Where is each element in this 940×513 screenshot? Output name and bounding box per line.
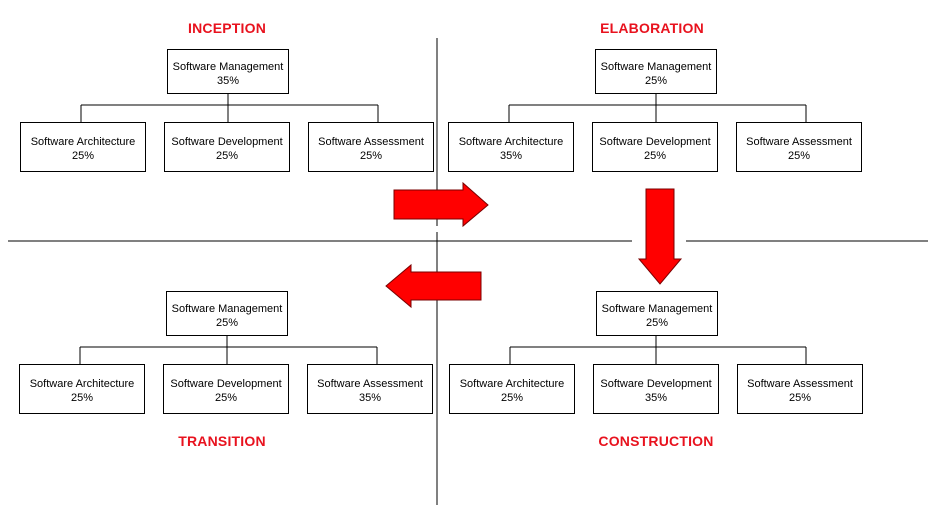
box-percentage: 25% <box>645 317 669 329</box>
box-label: Software Assessment <box>318 136 424 148</box>
box-percentage: 25% <box>500 392 524 404</box>
box-label: Software Development <box>600 378 712 390</box>
transition-management-box: Software Management 25% <box>166 291 288 336</box>
elaboration-management-box: Software Management 25% <box>595 49 717 94</box>
inception-management-box: Software Management 35% <box>167 49 289 94</box>
arrow-down <box>637 188 683 285</box>
box-label: Software Management <box>601 303 713 315</box>
transition-assessment-box: Software Assessment 35% <box>307 364 433 414</box>
elaboration-connectors <box>508 93 807 122</box>
box-percentage: 25% <box>214 392 238 404</box>
box-percentage: 25% <box>71 150 95 162</box>
construction-architecture-box: Software Architecture 25% <box>449 364 575 414</box>
inception-architecture-box: Software Architecture 25% <box>20 122 146 172</box>
box-percentage: 35% <box>358 392 382 404</box>
box-label: Software Assessment <box>317 378 423 390</box>
box-label: Software Architecture <box>29 378 135 390</box>
construction-management-box: Software Management 25% <box>596 291 718 336</box>
elaboration-architecture-box: Software Architecture 35% <box>448 122 574 172</box>
box-label: Software Development <box>170 378 282 390</box>
phase-title-transition: TRANSITION <box>178 433 266 449</box>
box-label: Software Architecture <box>458 136 564 148</box>
construction-development-box: Software Development 35% <box>593 364 719 414</box>
box-label: Software Assessment <box>746 136 852 148</box>
arrow-right <box>393 181 489 228</box>
phase-title-construction: CONSTRUCTION <box>598 433 714 449</box>
inception-assessment-box: Software Assessment 25% <box>308 122 434 172</box>
transition-development-box: Software Development 25% <box>163 364 289 414</box>
box-percentage: 25% <box>787 150 811 162</box>
elaboration-development-box: Software Development 25% <box>592 122 718 172</box>
box-percentage: 25% <box>215 317 239 329</box>
box-percentage: 35% <box>216 75 240 87</box>
construction-assessment-box: Software Assessment 25% <box>737 364 863 414</box>
elaboration-assessment-box: Software Assessment 25% <box>736 122 862 172</box>
box-percentage: 35% <box>644 392 668 404</box>
box-label: Software Management <box>600 61 712 73</box>
box-percentage: 25% <box>643 150 667 162</box>
box-label: Software Architecture <box>30 136 136 148</box>
box-percentage: 25% <box>215 150 239 162</box>
box-percentage: 35% <box>499 150 523 162</box>
box-label: Software Management <box>171 303 283 315</box>
box-percentage: 25% <box>359 150 383 162</box>
box-label: Software Assessment <box>747 378 853 390</box>
transition-architecture-box: Software Architecture 25% <box>19 364 145 414</box>
phase-title-inception: INCEPTION <box>187 20 267 36</box>
inception-connectors <box>80 93 379 122</box>
phase-title-elaboration: ELABORATION <box>600 20 704 36</box>
box-label: Software Development <box>171 136 283 148</box>
box-label: Software Architecture <box>459 378 565 390</box>
arrow-left <box>385 263 482 309</box>
construction-connectors <box>509 335 807 364</box>
box-percentage: 25% <box>70 392 94 404</box>
box-label: Software Development <box>599 136 711 148</box>
box-percentage: 25% <box>644 75 668 87</box>
inception-development-box: Software Development 25% <box>164 122 290 172</box>
transition-connectors <box>79 335 378 364</box>
box-percentage: 25% <box>788 392 812 404</box>
box-label: Software Management <box>172 61 284 73</box>
